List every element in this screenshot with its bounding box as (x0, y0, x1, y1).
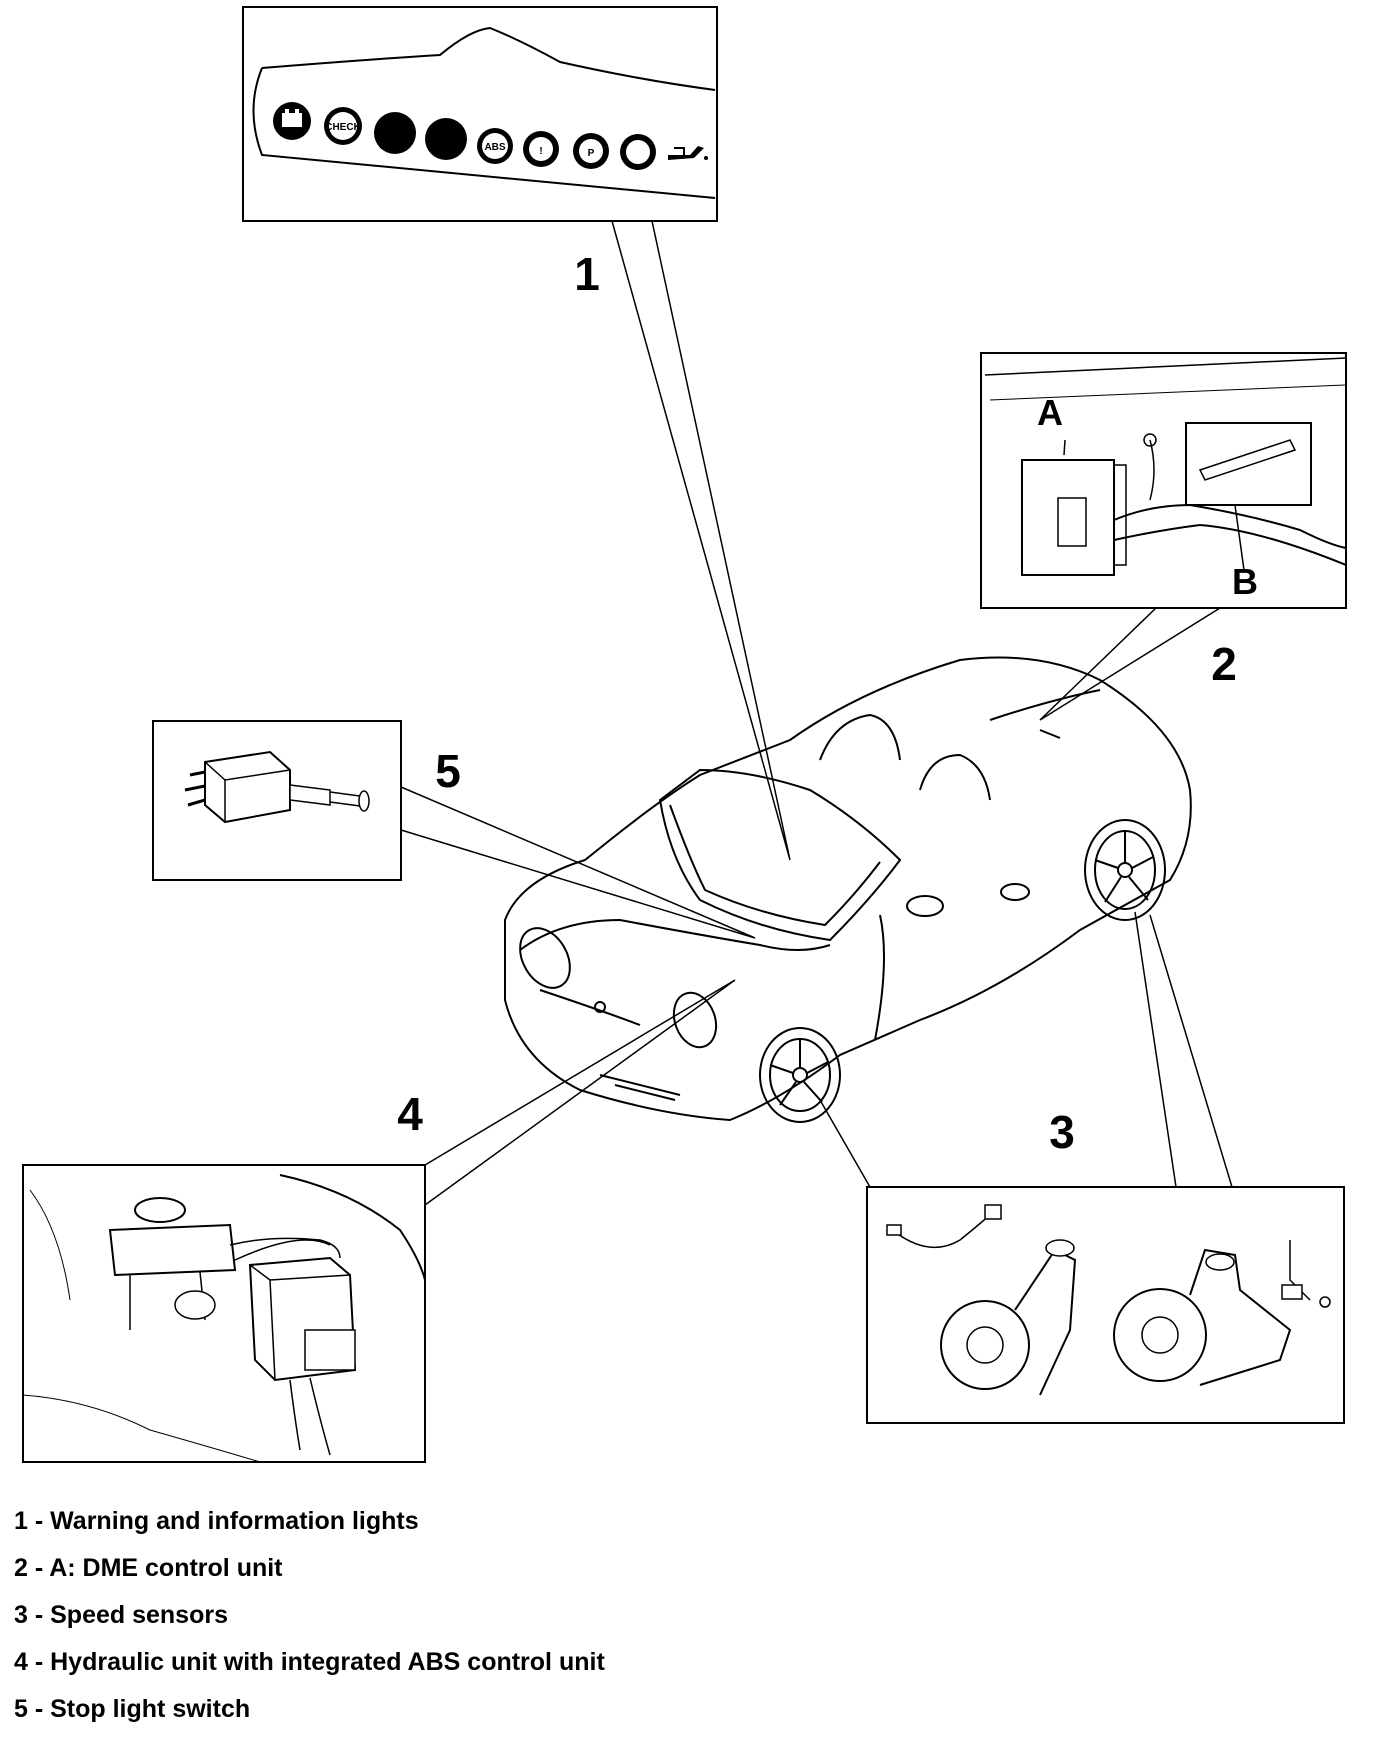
abs-icon: ABS (477, 128, 513, 164)
car-illustration (504, 656, 1192, 1123)
legend-sep: - (27, 1648, 51, 1676)
legend-text: Warning and information lights (50, 1507, 419, 1535)
legend-item-1: 1 - Warning and information lights (14, 1498, 1374, 1545)
diagram-figure: CHECK ABS ! P (22, 6, 1347, 1463)
legend-item-2: 2 - A: DME control unit (14, 1545, 1374, 1592)
legend-sep: - (27, 1554, 50, 1582)
check-engine-icon: CHECK (324, 107, 362, 145)
callout-2: 2 (1211, 638, 1237, 690)
blank-lamp-1 (374, 112, 416, 154)
abs-text: ABS (484, 142, 505, 153)
legend-text: A: DME control unit (49, 1554, 283, 1582)
circle-lamp-icon (620, 134, 656, 170)
legend-sep: - (27, 1507, 51, 1535)
label-b: B (1232, 561, 1258, 602)
battery-icon (273, 102, 311, 140)
brake-warning-icon: ! (523, 131, 559, 167)
legend-number: 3 (14, 1601, 28, 1629)
legend-text: Hydraulic unit with integrated ABS contr… (50, 1648, 605, 1676)
legend-item-3: 3 - Speed sensors (14, 1592, 1374, 1639)
legend-text: Stop light switch (50, 1695, 251, 1723)
legend-item-4: 4 - Hydraulic unit with integrated ABS c… (14, 1639, 1374, 1686)
blank-lamp-2 (425, 118, 467, 160)
speed-sensors-panel (866, 1186, 1345, 1424)
callout-4: 4 (397, 1088, 423, 1140)
legend-sep: - (27, 1695, 51, 1723)
callout-3: 3 (1049, 1106, 1075, 1158)
stop-light-switch-panel (152, 720, 402, 881)
legend-number: 4 (14, 1648, 28, 1676)
dme-control-unit-panel: A B (980, 352, 1347, 609)
check-text: CHECK (325, 122, 361, 133)
callout-5: 5 (435, 745, 461, 797)
legend-number: 5 (14, 1695, 28, 1723)
legend-text: Speed sensors (50, 1601, 228, 1629)
legend-sep: - (27, 1601, 51, 1629)
callout-1: 1 (574, 248, 600, 300)
warning-lights-panel: CHECK ABS ! P (242, 6, 718, 222)
label-a: A (1037, 392, 1063, 433)
legend-number: 1 (14, 1507, 28, 1535)
oil-can-icon (668, 146, 708, 160)
legend: 1 - Warning and information lights 2 - A… (14, 1498, 1374, 1733)
leader-lines (400, 220, 1234, 1206)
hydraulic-unit-panel (22, 1164, 426, 1463)
legend-number: 2 (14, 1554, 28, 1582)
p-text: P (588, 148, 595, 159)
exclamation-text: ! (539, 146, 542, 157)
legend-item-5: 5 - Stop light switch (14, 1686, 1374, 1733)
parking-brake-icon: P (573, 133, 609, 169)
